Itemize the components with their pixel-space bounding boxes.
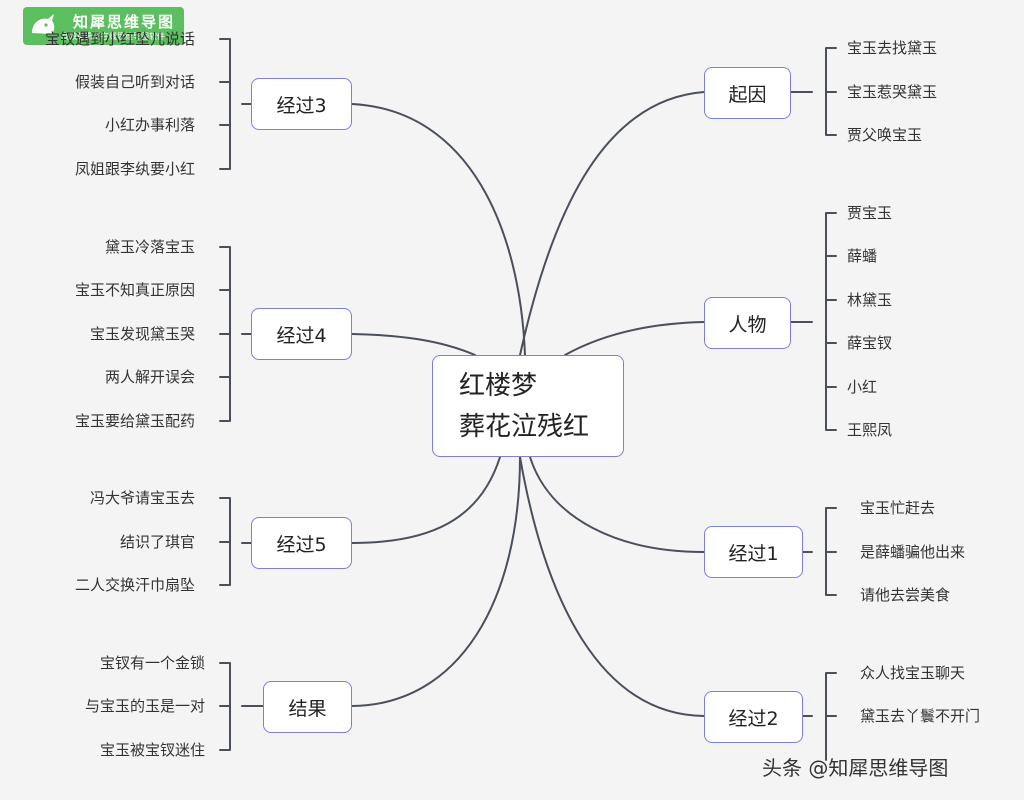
branch-qiyin[interactable]: 起因 [704, 67, 791, 119]
central-topic-line2: 葬花泣残红 [459, 412, 590, 442]
leaf-jingguo4-3[interactable]: 宝玉发现黛玉哭 [89, 325, 195, 343]
leaf-jingguo1-2[interactable]: 是薛蟠骗他出来 [860, 543, 966, 561]
leaf-jingguo3-4[interactable]: 凤姐跟李纨要小红 [74, 160, 195, 178]
leaf-jingguo1-3[interactable]: 请他去尝美食 [860, 586, 951, 604]
leaf-renwu-3[interactable]: 林黛玉 [847, 291, 893, 309]
leaf-jingguo3-1[interactable]: 宝钗遇到小红坠儿说话 [44, 30, 195, 48]
watermark: 头条 @知犀思维导图 [762, 756, 949, 780]
leaf-renwu-2[interactable]: 薛蟠 [847, 247, 878, 265]
leaf-renwu-4[interactable]: 薛宝钗 [847, 334, 893, 352]
leaf-qiyin-1[interactable]: 宝玉去找黛玉 [847, 39, 938, 57]
leaf-renwu-6[interactable]: 王熙凤 [847, 421, 893, 439]
leaf-renwu-5[interactable]: 小红 [847, 378, 878, 396]
logo-title: 知犀思维导图 [73, 13, 176, 31]
logo-subtitle: 高效免费的在线思维导图软件 [61, 32, 165, 41]
central-topic-line1: 红楼梦 [459, 371, 538, 401]
leaf-jingguo4-5[interactable]: 宝玉要给黛玉配药 [74, 412, 195, 430]
branch-jingguo5[interactable]: 经过5 [251, 517, 352, 569]
leaf-jingguo2-2[interactable]: 黛玉去丫鬟不开门 [860, 707, 981, 725]
leaf-jingguo4-4[interactable]: 两人解开误会 [104, 368, 195, 386]
leaf-jingguo3-2[interactable]: 假装自己听到对话 [74, 73, 195, 91]
branch-jingguo2[interactable]: 经过2 [704, 691, 803, 743]
leaf-jingguo1-1[interactable]: 宝玉忙赶去 [860, 499, 936, 517]
branch-renwu[interactable]: 人物 [704, 297, 791, 349]
leaf-renwu-1[interactable]: 贾宝玉 [847, 204, 893, 222]
leaf-jingguo4-2[interactable]: 宝玉不知真正原因 [74, 281, 195, 299]
central-topic[interactable]: 红楼梦 葬花泣残红 [432, 355, 624, 457]
branch-jieguo[interactable]: 结果 [263, 681, 352, 733]
leaf-jieguo-2[interactable]: 与宝玉的玉是一对 [84, 697, 205, 715]
leaf-jieguo-3[interactable]: 宝玉被宝钗迷住 [99, 741, 205, 759]
leaf-jingguo3-3[interactable]: 小红办事利落 [104, 116, 195, 134]
branch-jingguo1[interactable]: 经过1 [704, 526, 803, 578]
leaf-jingguo5-3[interactable]: 二人交换汗巾扇坠 [74, 576, 195, 594]
leaf-qiyin-3[interactable]: 贾父唤宝玉 [847, 126, 923, 144]
leaf-jingguo5-2[interactable]: 结识了琪官 [119, 533, 195, 551]
leaf-jingguo4-1[interactable]: 黛玉冷落宝玉 [104, 238, 195, 256]
leaf-qiyin-2[interactable]: 宝玉惹哭黛玉 [847, 83, 938, 101]
branch-jingguo4[interactable]: 经过4 [251, 308, 352, 360]
leaf-jieguo-1[interactable]: 宝钗有一个金锁 [99, 654, 205, 672]
leaf-jingguo5-1[interactable]: 冯大爷请宝玉去 [89, 489, 195, 507]
app-logo: 知犀思维导图 高效免费的在线思维导图软件 [23, 7, 184, 45]
leaf-jingguo2-1[interactable]: 众人找宝玉聊天 [860, 664, 966, 682]
branch-jingguo3[interactable]: 经过3 [251, 78, 352, 130]
rhino-logo-icon [32, 14, 55, 34]
